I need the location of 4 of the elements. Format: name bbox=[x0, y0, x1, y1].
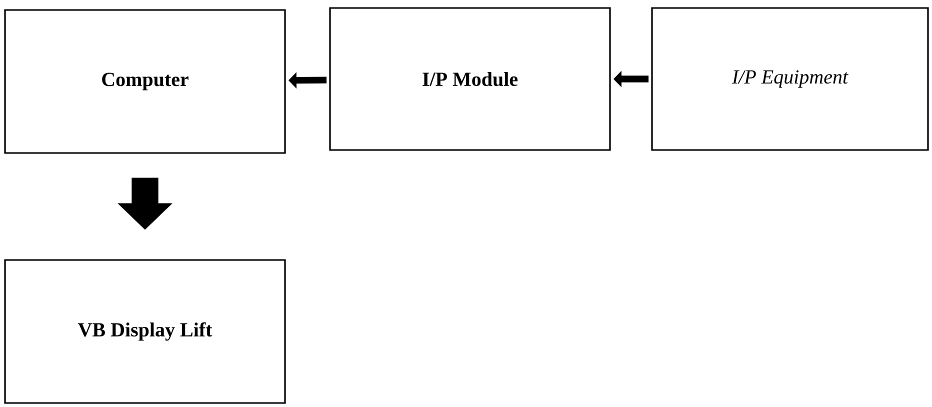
process-box: Computer bbox=[4, 9, 286, 154]
process-box: VB Display Lift bbox=[4, 259, 286, 404]
process-box: I/P Module bbox=[329, 7, 611, 151]
process-box: I/P Equipment bbox=[651, 7, 929, 151]
